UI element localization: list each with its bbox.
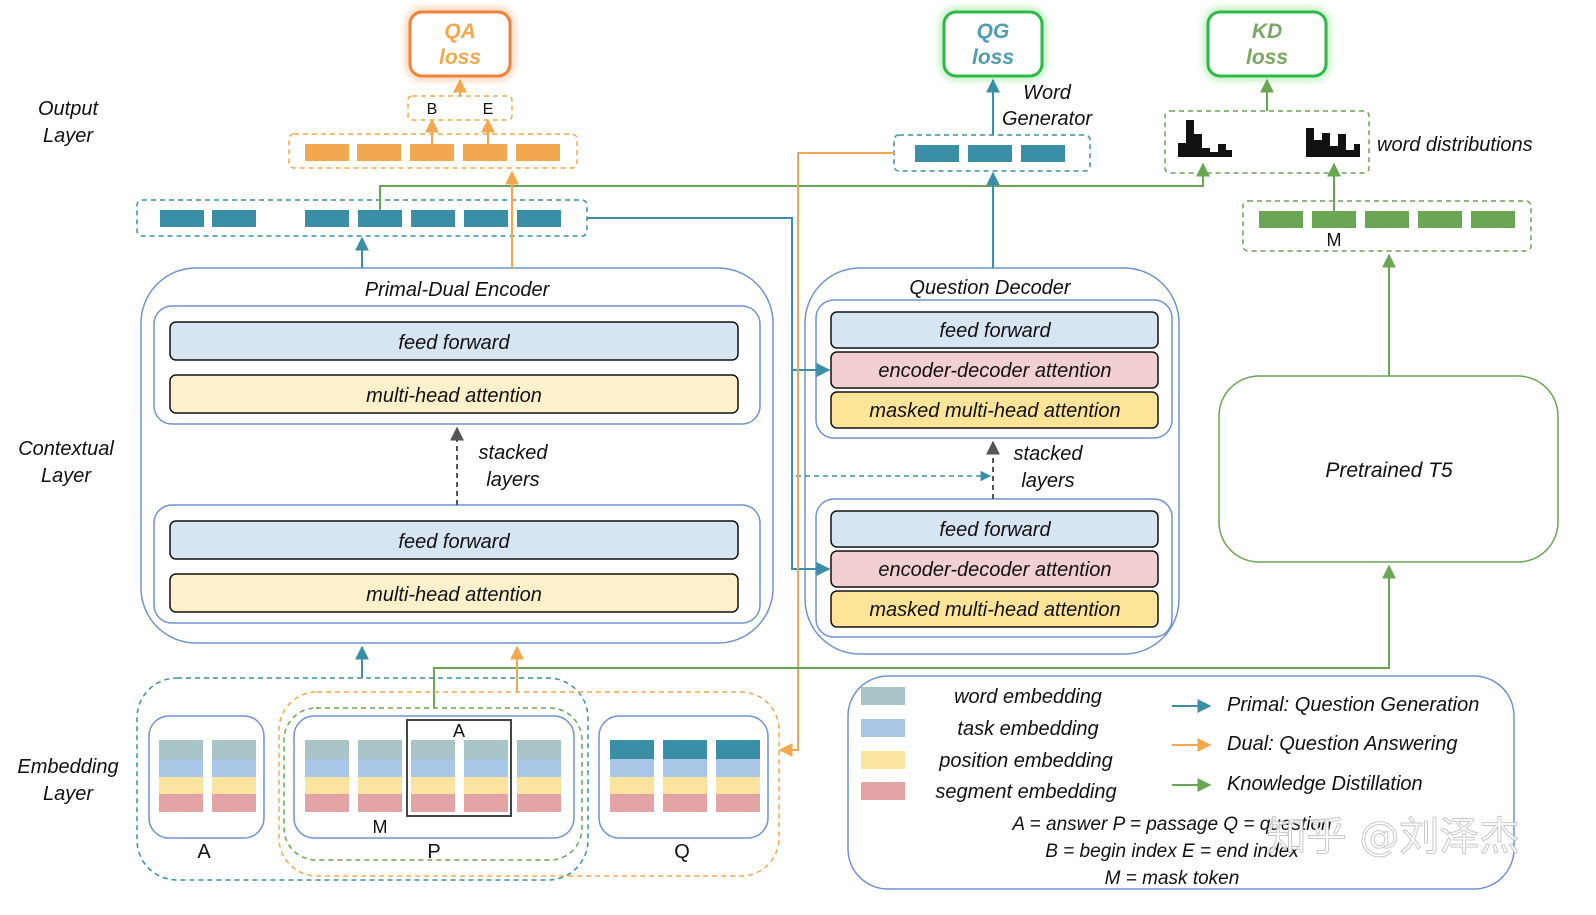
svg-text:Layer: Layer [41,465,92,487]
svg-text:stacked: stacked [479,442,549,464]
passage-to-t5-arrow [433,564,1396,708]
qa-loss-box: QA loss [406,8,514,80]
svg-text:M: M [1327,230,1342,250]
word-generator-vector [893,134,1091,172]
legend-task-swatch [861,719,905,737]
t5-output-vector: M [1242,200,1532,252]
svg-text:Primal-Dual Encoder: Primal-Dual Encoder [365,279,551,301]
svg-text:segment embedding: segment embedding [935,781,1116,803]
svg-text:task embedding: task embedding [957,718,1098,740]
svg-text:Output: Output [38,98,99,120]
embedding-layer-label: Embedding Layer [17,756,118,805]
svg-text:Generator: Generator [1002,108,1093,130]
contextual-layer-label: Contextual Layer [18,438,114,487]
legend: word embedding task embedding position e… [847,675,1515,890]
svg-text:position embedding: position embedding [938,750,1112,772]
svg-text:M = mask token: M = mask token [1105,868,1240,889]
word-distributions-box [1164,110,1370,174]
svg-text:Contextual: Contextual [18,438,114,460]
svg-text:Q: Q [674,841,690,863]
pretrained-t5: Pretrained T5 [1218,375,1559,563]
svg-text:masked multi-head attention: masked multi-head attention [869,599,1120,621]
begin-end-index-box: B E [407,95,513,121]
kd-loss-box: KD loss [1204,8,1330,80]
svg-text:loss: loss [439,46,481,69]
svg-text:A: A [453,721,465,741]
question-embedding: Q [598,715,769,863]
svg-text:A: A [197,841,211,863]
svg-text:word embedding: word embedding [954,686,1102,708]
svg-text:stacked: stacked [1014,443,1084,465]
primal-input-group [136,677,589,881]
qg-loss-box: QG loss [940,8,1046,80]
svg-text:P: P [427,841,440,863]
svg-text:M: M [373,817,388,837]
svg-text:KD: KD [1252,20,1282,43]
encoder-attention-bottom [169,573,739,613]
encoder-attention-top [169,374,739,414]
svg-text:A = answer P = passage Q = q: A = answer P = passage Q = question [1011,814,1331,835]
svg-text:layers: layers [1021,470,1074,492]
svg-text:feed forward: feed forward [398,332,510,354]
svg-text:Dual: Question Answering: Dual: Question Answering [1227,733,1458,755]
passage-embedding: A M P [293,715,575,863]
svg-text:QA: QA [444,20,476,43]
dual-input-group [278,691,780,877]
word-distributions-label: word distributions [1377,134,1533,156]
legend-position-swatch [861,751,905,769]
svg-text:Word: Word [1023,82,1072,104]
encoder-to-decoder-bottom-arrow [587,217,831,576]
word-generator-label: Word Generator [1002,82,1093,130]
qa-feedback-arrow [778,152,894,757]
output-layer-label: Output Layer [38,98,99,147]
answer-span-box [406,719,512,817]
svg-text:encoder-decoder attention: encoder-decoder attention [878,559,1111,581]
encoder-output-vector [136,199,588,237]
svg-text:loss: loss [972,46,1014,69]
svg-text:feed forward: feed forward [398,531,510,553]
primal-dual-encoder: Primal-Dual Encoder feed forward multi-h… [140,267,774,644]
svg-text:feed forward: feed forward [939,519,1051,541]
encoder-feed-forward-bottom [169,520,739,560]
encoder-to-dist-arrow [379,162,1210,210]
svg-text:Question Decoder: Question Decoder [909,277,1072,299]
svg-text:multi-head attention: multi-head attention [366,584,542,606]
question-decoder: Question Decoder feed forward encoder-de… [804,267,1180,655]
svg-text:B = begin index E = end inde: B = begin index E = end index [1045,841,1300,862]
distill-input-group [283,707,583,861]
legend-word-swatch [861,687,905,705]
svg-text:layers: layers [486,469,539,491]
svg-text:loss: loss [1246,46,1288,69]
svg-text:E: E [483,101,494,118]
watermark: 知乎 @刘泽杰 [1267,814,1520,860]
svg-text:Pretrained T5: Pretrained T5 [1325,459,1453,482]
svg-text:feed forward: feed forward [939,320,1051,342]
svg-text:Embedding: Embedding [17,756,118,778]
svg-text:QG: QG [977,20,1010,43]
svg-text:multi-head attention: multi-head attention [366,385,542,407]
svg-text:Primal: Question Generation: Primal: Question Generation [1227,694,1479,716]
legend-segment-swatch [861,782,905,800]
svg-text:Layer: Layer [43,783,94,805]
svg-text:Knowledge Distillation: Knowledge Distillation [1227,773,1423,795]
answer-embedding: A [148,715,265,863]
svg-text:encoder-decoder attention: encoder-decoder attention [878,360,1111,382]
encoder-feed-forward-top [169,321,739,361]
svg-text:masked multi-head attention: masked multi-head attention [869,400,1120,422]
svg-text:Layer: Layer [43,125,94,147]
svg-text:B: B [427,101,438,118]
